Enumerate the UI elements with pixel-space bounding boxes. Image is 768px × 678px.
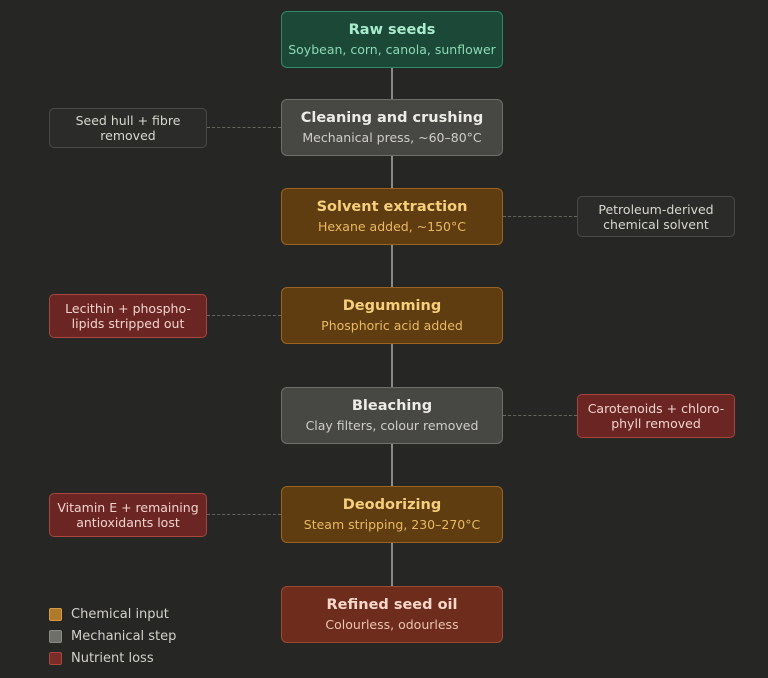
step-raw-seeds: Raw seeds Soybean, corn, canola, sunflow…: [281, 11, 503, 68]
step-subtitle: Phosphoric acid added: [321, 318, 463, 333]
note-line: antioxidants lost: [76, 515, 180, 530]
step-bleaching: Bleaching Clay filters, colour removed: [281, 387, 503, 444]
step-refined-seed-oil: Refined seed oil Colourless, odourless: [281, 586, 503, 643]
step-title: Refined seed oil: [326, 597, 458, 613]
step-title: Degumming: [342, 298, 442, 314]
note-solvent: Petroleum-derived chemical solvent: [577, 196, 735, 237]
note-deodorizing: Vitamin E + remaining antioxidants lost: [49, 493, 207, 537]
note-line: Vitamin E + remaining: [57, 500, 199, 515]
legend: Chemical input Mechanical step Nutrient …: [49, 603, 176, 669]
legend-swatch-nutrient-loss: [49, 651, 62, 665]
legend-item-chemical: Chemical input: [49, 603, 176, 625]
step-deodorizing: Deodorizing Steam stripping, 230–270°C: [281, 486, 503, 543]
legend-label: Nutrient loss: [71, 650, 154, 666]
note-line: Lecithin + phospho-: [65, 301, 191, 316]
note-line: lipids stripped out: [71, 316, 185, 331]
step-title: Bleaching: [351, 398, 433, 414]
step-subtitle: Clay filters, colour removed: [305, 418, 479, 433]
step-title: Raw seeds: [348, 22, 436, 38]
step-title: Cleaning and crushing: [300, 110, 484, 126]
note-connector-bleaching: [503, 415, 577, 416]
note-connector-deodorizing: [207, 514, 281, 515]
note-line: Petroleum-derived: [598, 201, 714, 217]
legend-item-mechanical: Mechanical step: [49, 625, 176, 647]
legend-item-nutrient-loss: Nutrient loss: [49, 647, 176, 669]
note-line: removed: [100, 128, 156, 143]
step-subtitle: Hexane added, ~150°C: [318, 219, 466, 234]
step-subtitle: Mechanical press, ~60–80°C: [302, 130, 482, 145]
note-line: Carotenoids + chloro-: [587, 401, 725, 416]
legend-swatch-mechanical: [49, 629, 62, 643]
note-connector-solvent: [503, 216, 577, 217]
note-bleaching: Carotenoids + chloro- phyll removed: [577, 394, 735, 438]
step-title: Deodorizing: [342, 497, 442, 513]
legend-swatch-chemical: [49, 607, 62, 621]
note-connector-degumming: [207, 315, 281, 316]
note-cleaning: Seed hull + fibre removed: [49, 108, 207, 148]
step-subtitle: Colourless, odourless: [325, 617, 459, 632]
note-line: phyll removed: [611, 416, 701, 431]
step-cleaning-crushing: Cleaning and crushing Mechanical press, …: [281, 99, 503, 156]
note-connector-cleaning: [207, 127, 281, 128]
legend-label: Mechanical step: [71, 628, 177, 644]
step-solvent-extraction: Solvent extraction Hexane added, ~150°C: [281, 188, 503, 245]
step-degumming: Degumming Phosphoric acid added: [281, 287, 503, 344]
note-degumming: Lecithin + phospho- lipids stripped out: [49, 294, 207, 338]
step-subtitle: Steam stripping, 230–270°C: [303, 517, 481, 532]
step-subtitle: Soybean, corn, canola, sunflower: [288, 42, 496, 57]
legend-label: Chemical input: [71, 606, 169, 622]
step-title: Solvent extraction: [316, 199, 468, 215]
note-line: Seed hull + fibre: [75, 113, 181, 128]
note-line: chemical solvent: [603, 216, 709, 232]
